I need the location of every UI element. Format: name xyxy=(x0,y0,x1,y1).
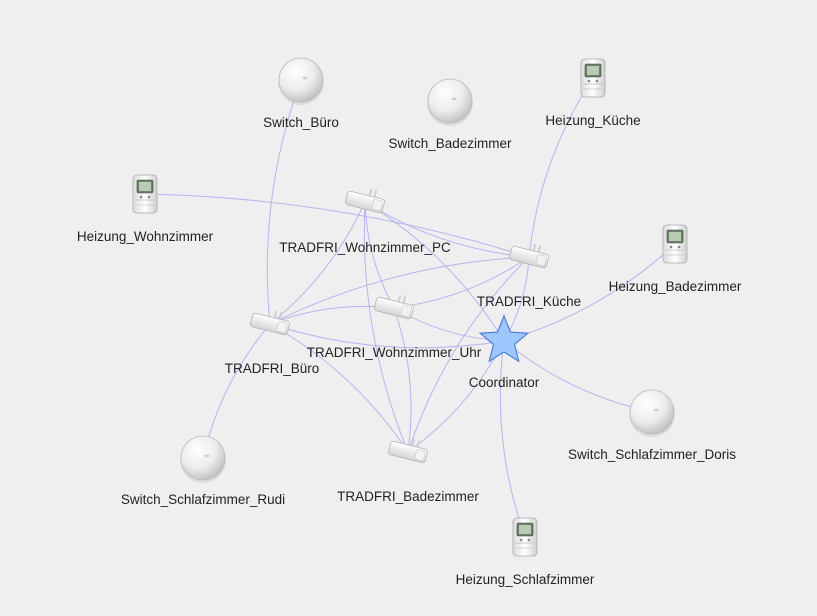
node-label: Heizung_Badezimmer xyxy=(609,279,742,294)
link-tradfri_wuhr-tradfri_bad xyxy=(393,307,412,453)
remote-switch-icon xyxy=(427,78,473,126)
thermostat-icon xyxy=(132,174,158,214)
link-tradfri_buero-coordinator xyxy=(269,323,505,349)
node-label: Heizung_Schlafzimmer xyxy=(456,572,595,587)
node-label: TRADFRI_Wohnzimmer_Uhr xyxy=(307,345,482,360)
remote-switch-icon xyxy=(629,389,675,437)
node-switch-rudi[interactable]: Switch_Schlafzimmer_Rudi xyxy=(121,435,285,507)
node-tradfri-buero[interactable]: TRADFRI_Büro xyxy=(225,306,320,376)
node-tradfri-wpc[interactable]: TRADFRI_Wohnzimmer_PC xyxy=(279,184,451,255)
link-tradfri_wpc-coordinator xyxy=(364,201,505,342)
smart-plug-icon xyxy=(345,188,385,214)
node-layer: CoordinatorSwitch_BüroSwitch_BadezimmerH… xyxy=(77,57,742,587)
node-switch-bad[interactable]: Switch_Badezimmer xyxy=(388,78,512,151)
node-heizung-wohn[interactable]: Heizung_Wohnzimmer xyxy=(77,174,214,244)
link-coordinator-heizung_schlaf xyxy=(499,340,526,538)
link-tradfri_wpc-tradfri_kueche xyxy=(364,201,530,258)
link-switch_buero-tradfri_buero xyxy=(266,79,302,325)
link-tradfri_wpc-tradfri_buero xyxy=(269,201,366,325)
link-tradfri_kueche-tradfri_bad xyxy=(407,256,530,453)
node-label: Heizung_Wohnzimmer xyxy=(77,229,214,244)
thermostat-icon xyxy=(580,58,606,98)
node-heizung-schlaf[interactable]: Heizung_Schlafzimmer xyxy=(456,517,595,587)
smart-plug-icon xyxy=(509,243,549,269)
node-label: Heizung_Küche xyxy=(545,113,640,128)
node-heizung-bad[interactable]: Heizung_Badezimmer xyxy=(609,224,742,294)
link-tradfri_wpc-tradfri_bad xyxy=(363,201,409,453)
smart-plug-icon xyxy=(374,294,414,320)
link-heizung_kueche-tradfri_kueche xyxy=(528,77,594,258)
node-coordinator[interactable]: Coordinator xyxy=(469,314,540,390)
link-tradfri_buero-tradfri_bad xyxy=(269,323,409,453)
node-switch-doris[interactable]: Switch_Schlafzimmer_Doris xyxy=(568,389,736,462)
node-label: TRADFRI_Büro xyxy=(225,361,320,376)
thermostat-icon xyxy=(512,517,538,557)
node-label: TRADFRI_Küche xyxy=(477,294,581,309)
node-tradfri-bad[interactable]: TRADFRI_Badezimmer xyxy=(337,434,479,504)
coordinator-star-icon xyxy=(478,314,530,363)
node-label: Switch_Schlafzimmer_Doris xyxy=(568,447,736,462)
remote-switch-icon xyxy=(180,435,226,483)
node-tradfri-kueche[interactable]: TRADFRI_Küche xyxy=(477,239,581,309)
node-label: Switch_Büro xyxy=(263,115,339,130)
node-label: Switch_Schlafzimmer_Rudi xyxy=(121,492,285,507)
node-tradfri-wuhr[interactable]: TRADFRI_Wohnzimmer_Uhr xyxy=(307,290,482,360)
node-label: TRADFRI_Badezimmer xyxy=(337,489,479,504)
link-switch_rudi-tradfri_buero xyxy=(202,323,271,459)
node-switch-buero[interactable]: Switch_Büro xyxy=(263,57,339,130)
node-label: TRADFRI_Wohnzimmer_PC xyxy=(279,240,451,255)
link-heizung_wohn-tradfri_kueche xyxy=(144,193,530,258)
node-label: Switch_Badezimmer xyxy=(388,136,512,151)
node-label: Coordinator xyxy=(469,375,540,390)
node-heizung-kueche[interactable]: Heizung_Küche xyxy=(545,58,641,128)
remote-switch-icon xyxy=(278,57,324,105)
thermostat-icon xyxy=(662,224,688,264)
link-tradfri_kueche-tradfri_buero xyxy=(269,256,530,325)
link-tradfri_wpc-tradfri_wuhr xyxy=(364,201,395,309)
smart-plug-icon xyxy=(250,310,290,336)
smart-plug-icon xyxy=(388,438,428,464)
